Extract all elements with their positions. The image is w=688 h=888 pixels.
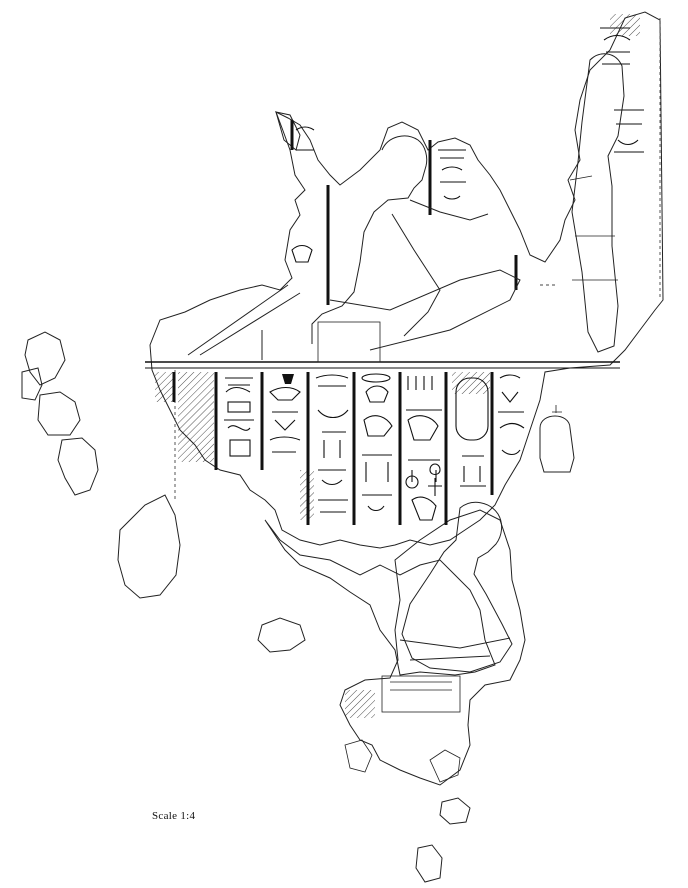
register-line: [145, 284, 620, 500]
hieroglyph-columns: [224, 373, 525, 521]
lower-fragment-outline: [339, 509, 526, 786]
text-column-dividers: [172, 18, 661, 525]
seated-figure-lower: [381, 501, 513, 713]
detached-fragments: [21, 111, 471, 883]
vessel-glyph: [539, 405, 575, 473]
upper-inscription: [291, 27, 644, 263]
scale-caption: Scale 1:4: [152, 810, 196, 822]
standing-figure-right: [569, 53, 625, 353]
main-fragment-outline: [149, 11, 664, 676]
damage-hatching: [155, 14, 640, 718]
kneeling-figure-upper: [187, 135, 521, 363]
